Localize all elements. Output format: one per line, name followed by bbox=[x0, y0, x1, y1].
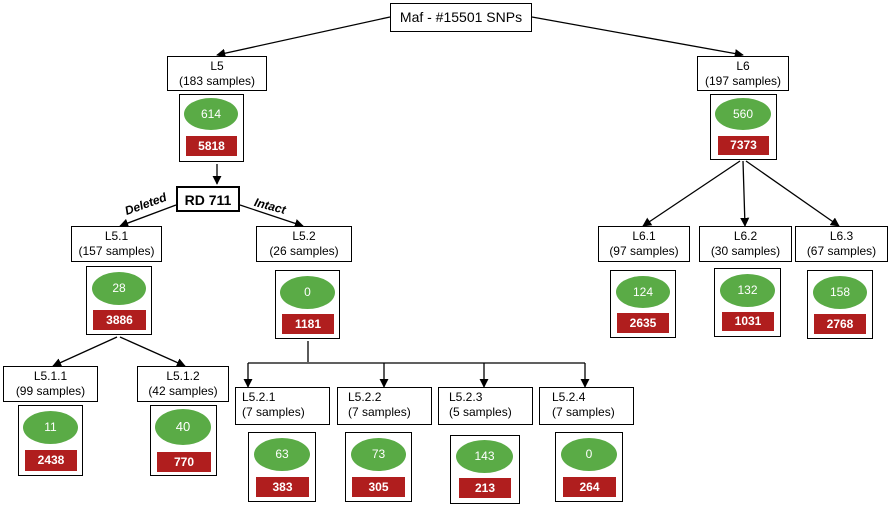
snp-count-red: 7373 bbox=[718, 136, 769, 155]
node-samples: (7 samples) bbox=[552, 405, 615, 419]
edge-rd711-l5-2 bbox=[239, 204, 304, 228]
snp-count-green: 124 bbox=[616, 276, 670, 308]
node-name: L5 bbox=[210, 59, 224, 73]
node-samples: (97 samples) bbox=[609, 244, 679, 258]
node-samples: (26 samples) bbox=[269, 244, 339, 258]
snp-count-red: 383 bbox=[256, 477, 309, 497]
node-samples: (157 samples) bbox=[78, 244, 155, 258]
node-name: L5.2.2 bbox=[348, 390, 382, 404]
node-samples: (5 samples) bbox=[449, 405, 512, 419]
snp-count-green: 0 bbox=[561, 438, 617, 471]
node-l6-2: L6.2 (30 samples) bbox=[699, 226, 792, 262]
snp-count-green: 0 bbox=[280, 276, 335, 309]
node-samples: (197 samples) bbox=[704, 74, 782, 88]
stat-l5: 614 5818 bbox=[179, 94, 244, 162]
snp-count-red: 264 bbox=[563, 477, 616, 497]
node-samples: (183 samples) bbox=[178, 74, 256, 88]
node-name: L5.1 bbox=[104, 229, 129, 243]
node-samples: (67 samples) bbox=[806, 244, 877, 258]
edge-rd711-l5-1 bbox=[119, 204, 177, 228]
snp-count-green: 73 bbox=[351, 438, 406, 471]
node-l5-2-4: L5.2.4 (7 samples) bbox=[539, 387, 634, 425]
node-name: L5.2.4 bbox=[552, 390, 586, 404]
edge-l6-l6-2 bbox=[740, 160, 750, 227]
snp-count-green: 28 bbox=[92, 272, 146, 305]
stat-l5-1: 28 3886 bbox=[86, 266, 152, 335]
stat-l5-2: 0 1181 bbox=[275, 270, 340, 339]
snp-count-red: 2635 bbox=[617, 313, 669, 333]
snp-count-green: 143 bbox=[456, 440, 513, 473]
node-name: L6.1 bbox=[632, 229, 656, 243]
stat-l5-2-4: 0 264 bbox=[555, 432, 623, 502]
root-node: Maf - #15501 SNPs bbox=[390, 3, 532, 32]
node-l5-1-1: L5.1.1 (99 samples) bbox=[3, 366, 98, 402]
node-name: L5.2.3 bbox=[449, 390, 483, 404]
node-l6-3: L6.3 (67 samples) bbox=[795, 226, 888, 262]
node-samples: (99 samples) bbox=[15, 384, 86, 398]
node-l5: L5 (183 samples) bbox=[167, 56, 267, 91]
edge-root-l5 bbox=[216, 16, 391, 58]
node-l5-1-2: L5.1.2 (42 samples) bbox=[137, 366, 229, 402]
node-name: L6.2 bbox=[733, 229, 758, 243]
snp-count-red: 305 bbox=[352, 477, 405, 497]
rd711-node: RD 711 bbox=[176, 186, 240, 212]
stat-l6-2: 132 1031 bbox=[714, 268, 781, 337]
node-name: L5.1.2 bbox=[166, 369, 200, 383]
node-l5-2-2: L5.2.2 (7 samples) bbox=[337, 387, 432, 425]
snp-count-green: 132 bbox=[720, 274, 775, 307]
stat-l5-1-1: 11 2438 bbox=[18, 405, 83, 476]
snp-count-green: 63 bbox=[254, 438, 310, 471]
stat-l6-3: 158 2768 bbox=[807, 270, 873, 339]
edge-l5-1-l5-1-2 bbox=[119, 336, 186, 367]
root-label: Maf - #15501 SNPs bbox=[399, 9, 523, 25]
node-l5-2: L5.2 (26 samples) bbox=[256, 226, 352, 262]
snp-count-red: 2438 bbox=[25, 450, 77, 471]
snp-count-red: 770 bbox=[157, 452, 211, 472]
edge-l6-l6-3 bbox=[745, 160, 840, 227]
node-name: L5.1.1 bbox=[33, 369, 68, 383]
node-l5-2-3: L5.2.3 (5 samples) bbox=[438, 387, 533, 425]
snp-count-red: 2768 bbox=[814, 314, 866, 334]
snp-count-red: 1181 bbox=[282, 314, 334, 334]
node-name: L5.2 bbox=[292, 229, 316, 243]
snp-count-green: 11 bbox=[23, 411, 78, 444]
node-samples: (30 samples) bbox=[710, 244, 781, 258]
snp-count-red: 1031 bbox=[722, 312, 774, 331]
node-samples: (7 samples) bbox=[348, 405, 411, 419]
snp-count-red: 3886 bbox=[93, 310, 146, 330]
stat-l5-1-2: 40 770 bbox=[150, 405, 217, 476]
edge-l5-1-l5-1-1 bbox=[52, 336, 118, 367]
edge-root-l6 bbox=[531, 16, 744, 59]
node-l6: L6 (197 samples) bbox=[697, 56, 789, 91]
node-l6-1: L6.1 (97 samples) bbox=[598, 226, 690, 262]
stat-l6: 560 7373 bbox=[710, 94, 777, 160]
stat-l5-2-2: 73 305 bbox=[345, 432, 412, 502]
stat-l5-2-1: 63 383 bbox=[248, 432, 316, 502]
node-name: L6 bbox=[736, 59, 750, 73]
snp-count-green: 158 bbox=[813, 276, 867, 309]
snp-count-green: 40 bbox=[155, 409, 211, 445]
node-samples: (42 samples) bbox=[148, 384, 218, 398]
stat-l6-1: 124 2635 bbox=[610, 270, 676, 338]
snp-count-green: 614 bbox=[184, 98, 238, 130]
rd711-label: RD 711 bbox=[184, 192, 232, 208]
node-l5-2-1: L5.2.1 (7 samples) bbox=[235, 387, 330, 425]
snp-count-red: 5818 bbox=[186, 136, 237, 156]
edge-l6-l6-1 bbox=[642, 160, 741, 227]
node-samples: (7 samples) bbox=[242, 405, 305, 419]
node-l5-1: L5.1 (157 samples) bbox=[71, 226, 162, 262]
node-name: L5.2.1 bbox=[242, 390, 276, 404]
node-name: L6.3 bbox=[829, 229, 854, 243]
stat-l5-2-3: 143 213 bbox=[450, 435, 520, 504]
snp-count-red: 213 bbox=[459, 478, 511, 498]
snp-count-green: 560 bbox=[715, 98, 771, 130]
